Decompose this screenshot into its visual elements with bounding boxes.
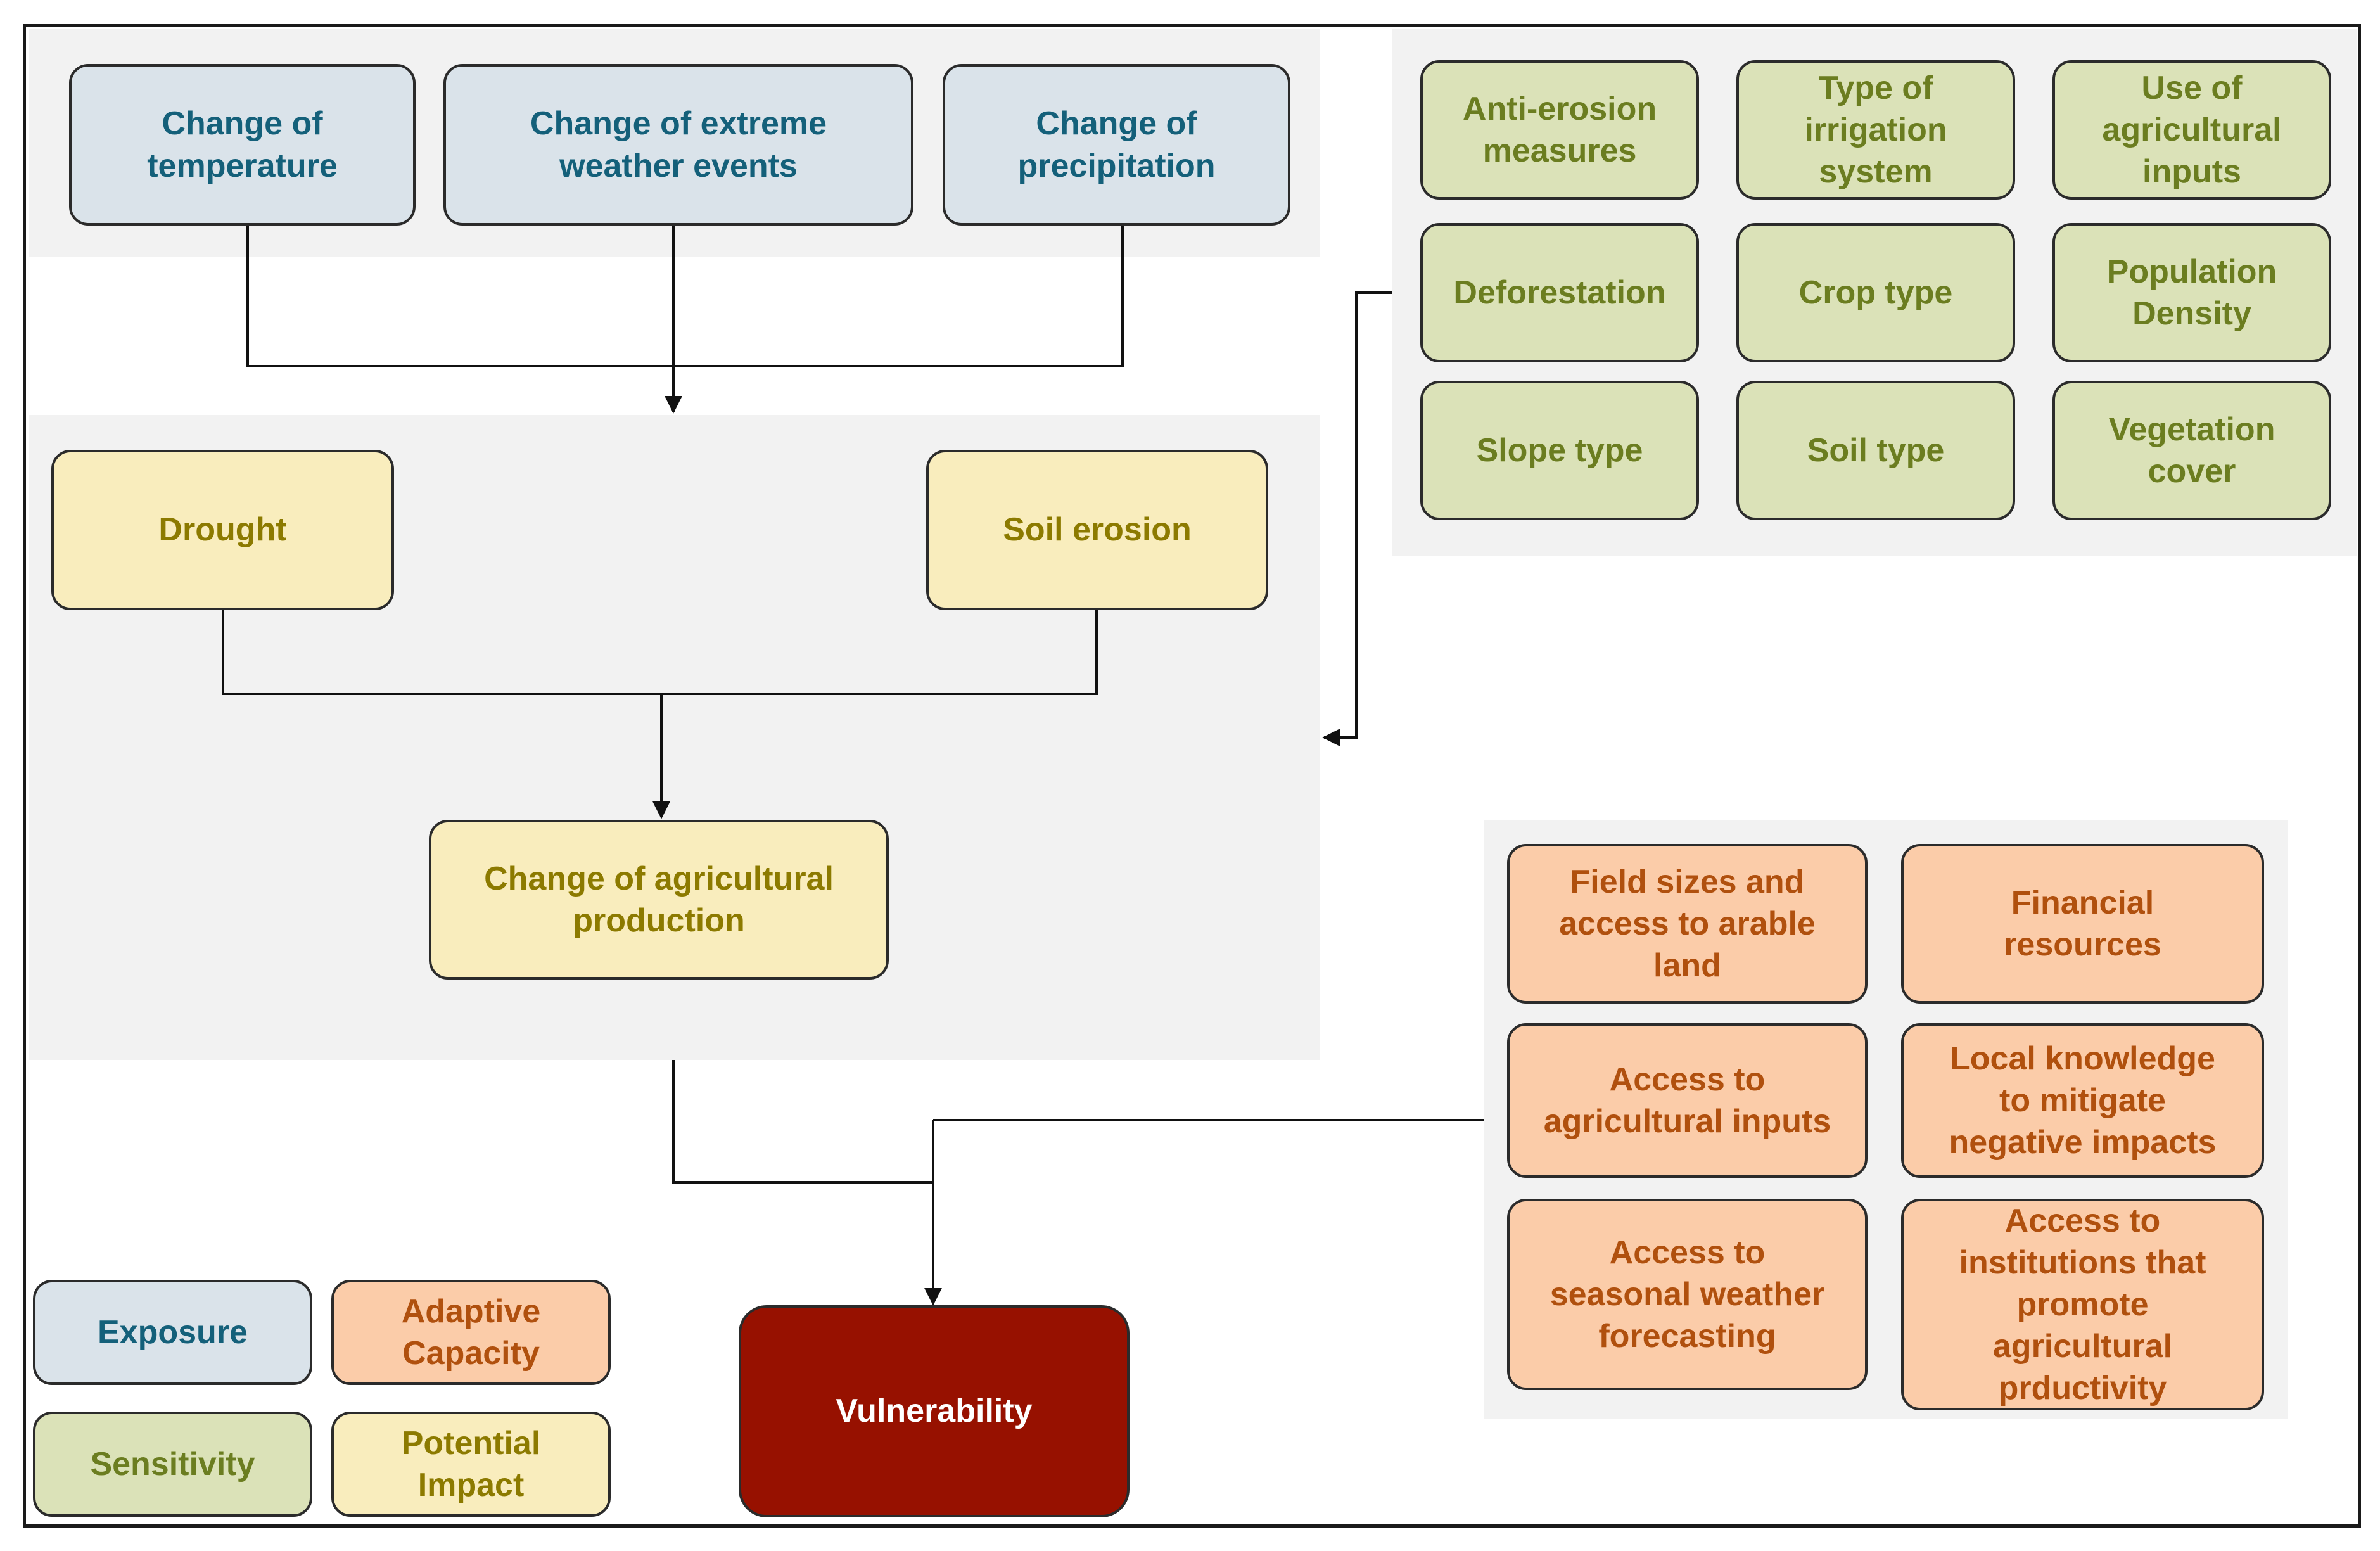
change-of-temperature-box: Change of temperature [69, 64, 416, 226]
deforestation-box: Deforestation [1420, 223, 1699, 362]
seasonal-forecasting-box: Access to seasonal weather forecasting [1507, 1199, 1868, 1390]
slope-type-box: Slope type [1420, 381, 1699, 520]
legend-exposure: Exposure [33, 1280, 312, 1385]
institutions-box: Access to institutions that promote agri… [1901, 1199, 2264, 1410]
financial-resources-box: Financial resources [1901, 844, 2264, 1004]
connector-impacts-to-vulnerability [672, 1060, 933, 1184]
agricultural-inputs-use-box: Use of agricultural inputs [2052, 60, 2331, 200]
connector-impacts-merge [222, 610, 1098, 695]
access-agricultural-inputs-box: Access to agricultural inputs [1507, 1023, 1868, 1178]
drought-box: Drought [51, 450, 394, 610]
irrigation-system-box: Type of irrigation system [1736, 60, 2015, 200]
field-sizes-box: Field sizes and access to arable land [1507, 844, 1868, 1004]
change-of-extreme-weather-box: Change of extreme weather events [443, 64, 913, 226]
soil-type-box: Soil type [1736, 381, 2015, 520]
anti-erosion-measures-box: Anti-erosion measures [1420, 60, 1699, 200]
legend-adaptive-capacity: Adaptive Capacity [331, 1280, 611, 1385]
arrow-sensitivity-to-impacts [1322, 291, 1392, 746]
vulnerability-box: Vulnerability [739, 1305, 1130, 1517]
local-knowledge-box: Local knowledge to mitigate negative imp… [1901, 1023, 2264, 1178]
legend-sensitivity: Sensitivity [33, 1412, 312, 1517]
vegetation-cover-box: Vegetation cover [2052, 381, 2331, 520]
soil-erosion-box: Soil erosion [926, 450, 1268, 610]
population-density-box: Population Density [2052, 223, 2331, 362]
legend-potential-impact: Potential Impact [331, 1412, 611, 1517]
diagram-frame [23, 24, 2361, 1528]
change-of-agricultural-production-box: Change of agricultural production [429, 820, 889, 980]
change-of-precipitation-box: Change of precipitation [943, 64, 1290, 226]
crop-type-box: Crop type [1736, 223, 2015, 362]
connector-exposure-merge [246, 225, 1124, 367]
